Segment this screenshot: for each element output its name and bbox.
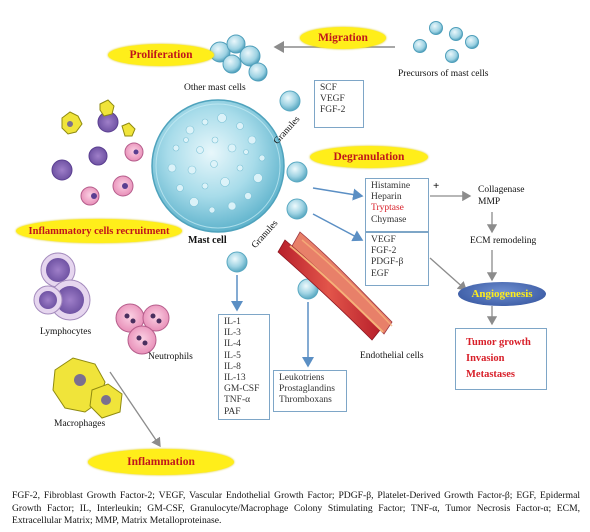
arrows xyxy=(109,41,498,448)
factor-item: Heparin xyxy=(371,192,402,203)
cytokine-item: IL-4 xyxy=(224,339,241,350)
angiogenic-factors-box: VEGF FGF-2 PDGF-β EGF xyxy=(365,232,429,286)
collagenase-label: Collagenase xyxy=(478,185,525,195)
mediator-item: Thromboxans xyxy=(279,395,332,406)
precursors-label: Precursors of mast cells xyxy=(398,69,489,79)
mast-cell-illustration xyxy=(151,99,285,233)
endothelial-cells-label: Endothelial cells xyxy=(360,351,424,361)
inflammatory-cells-illustration xyxy=(51,99,144,206)
blood-vessel-illustration xyxy=(277,231,393,341)
outcome-item: Invasion xyxy=(466,353,505,364)
neutrophils-label: Neutrophils xyxy=(148,352,193,362)
proliferation-label: Proliferation xyxy=(108,44,214,66)
macrophages-illustration xyxy=(52,357,123,419)
mediator-item: Prostaglandins xyxy=(279,384,335,395)
factor-item: FGF-2 xyxy=(371,246,397,257)
other-mast-cells-illustration xyxy=(209,34,268,82)
factor-item: FGF-2 xyxy=(320,105,346,116)
cytokine-item: GM-CSF xyxy=(224,384,260,395)
cytokine-item: TNF-α xyxy=(224,395,251,406)
figure-caption: FGF-2, Fibroblast Growth Factor-2; VEGF,… xyxy=(12,490,580,526)
cytokine-item: PAF xyxy=(224,406,241,417)
factor-item: EGF xyxy=(371,268,389,279)
factor-item: PDGF-β xyxy=(371,257,404,268)
factor-item: SCF xyxy=(320,83,337,93)
cytokine-item: IL-13 xyxy=(224,373,246,384)
factor-item: Chymase xyxy=(371,214,407,225)
cytokines-box: IL-1 IL-3 IL-4 IL-5 IL-8 IL-13 GM-CSF TN… xyxy=(218,314,270,420)
mmp-label: MMP xyxy=(478,197,501,207)
migration-factors-box: SCF VEGF FGF-2 xyxy=(314,80,364,128)
cytokine-item: IL-5 xyxy=(224,350,241,361)
macrophages-label: Macrophages xyxy=(54,419,106,429)
angiogenesis-label: Angiogenesis xyxy=(458,282,546,306)
cytokine-item: IL-3 xyxy=(224,328,241,339)
lymphocytes-illustration xyxy=(33,252,91,321)
granules xyxy=(226,90,319,300)
inflammatory-recruitment-label: Inflammatory cells recruitment xyxy=(16,219,182,243)
lymphocytes-label: Lymphocytes xyxy=(40,327,92,337)
mast-cell-label: Mast cell xyxy=(188,235,227,246)
other-mast-cells-label: Other mast cells xyxy=(184,83,246,93)
mediator-item: Leukotriens xyxy=(279,373,325,383)
precursor-cells-illustration xyxy=(413,21,479,63)
factor-item: VEGF xyxy=(371,235,396,245)
inflammation-label: Inflammation xyxy=(88,449,234,475)
plus-sign: + xyxy=(433,180,440,192)
neutrophils-illustration xyxy=(115,303,170,355)
ecm-remodeling-label: ECM remodeling xyxy=(470,236,537,246)
tumor-outcomes-box: Tumor growth Invasion Metastases xyxy=(455,328,547,390)
factor-item: VEGF xyxy=(320,94,345,105)
degranulation-label: Degranulation xyxy=(310,146,428,168)
cytokine-item: IL-1 xyxy=(224,317,241,327)
outcome-item: Tumor growth xyxy=(466,337,531,348)
proteases-box: Histamine Heparin Tryptase Chymase xyxy=(365,178,429,232)
lipid-mediators-box: Leukotriens Prostaglandins Thromboxans xyxy=(273,370,347,412)
factor-item: Histamine xyxy=(371,181,411,191)
outcome-item: Metastases xyxy=(466,369,515,380)
migration-label: Migration xyxy=(300,27,386,49)
cytokine-item: IL-8 xyxy=(224,361,241,372)
factor-item-highlighted: Tryptase xyxy=(371,203,404,214)
